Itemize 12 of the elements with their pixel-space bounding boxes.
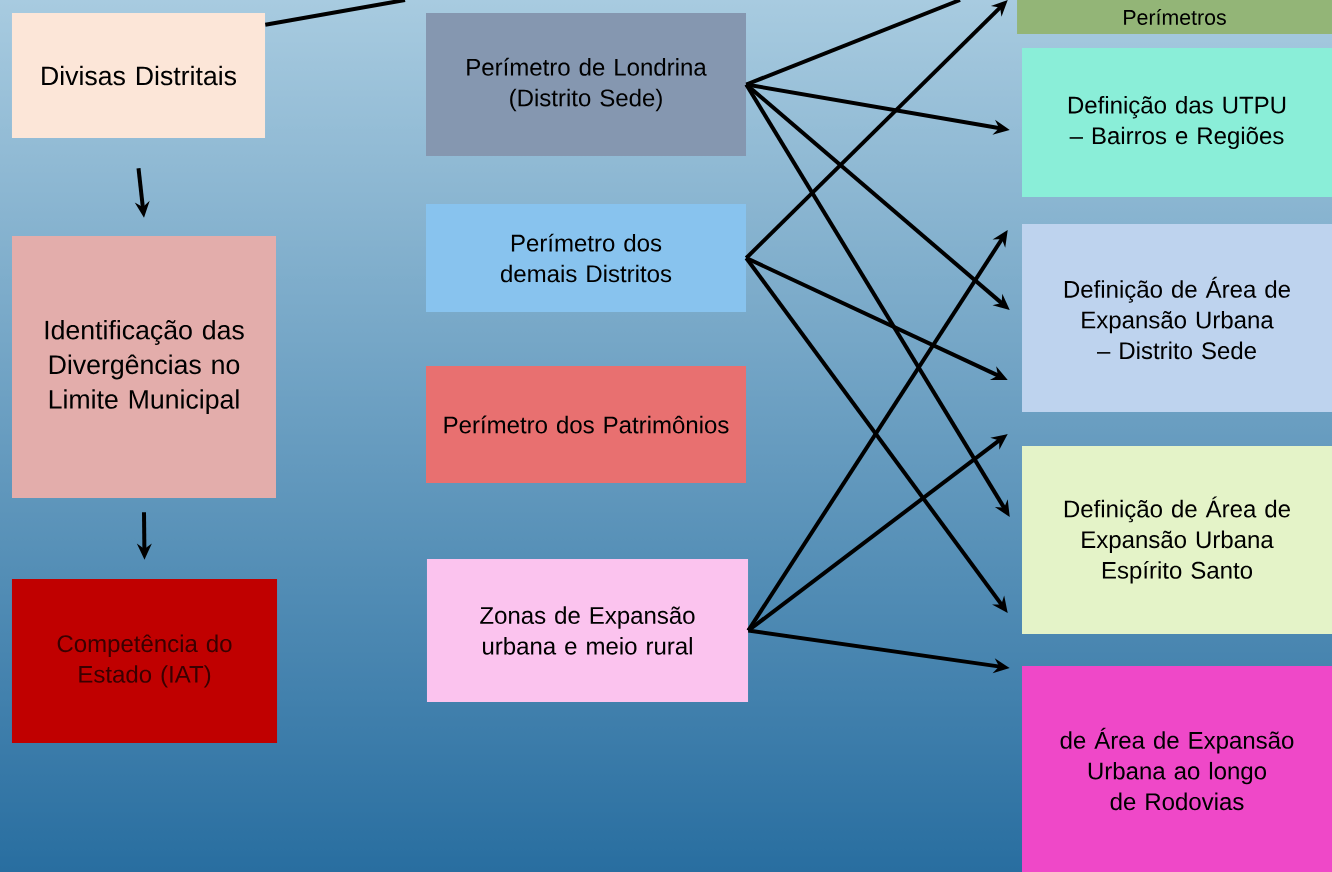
process-box: Definição de Área de Expansão Urbana Espírito Santo xyxy=(1022,446,1332,634)
process-box: Zonas de Expansão urbana e meio rural xyxy=(426,559,749,702)
process-box: Competência do Estado (IAT) xyxy=(11,579,278,743)
process-box: Perímetro de Londrina (Distrito Sede) xyxy=(426,13,746,156)
process-box: Divisas Distritais xyxy=(11,12,266,139)
process-box: Perímetro dos Patrimônios xyxy=(426,365,746,484)
process-box: Definição de Área de Expansão Urbana – Distrito Sede xyxy=(1022,224,1332,412)
process-box: de Área de Expansão Urbana ao longo de Rodovias xyxy=(1022,666,1332,872)
process-box: Identificação das Divergências no Limite Municipal xyxy=(12,236,276,498)
process-box: Perímetros xyxy=(1017,0,1332,34)
process-box: Perímetro dos demais Distritos xyxy=(426,204,746,312)
process-box: Definição das UTPU – Bairros e Regiões xyxy=(1022,47,1332,198)
